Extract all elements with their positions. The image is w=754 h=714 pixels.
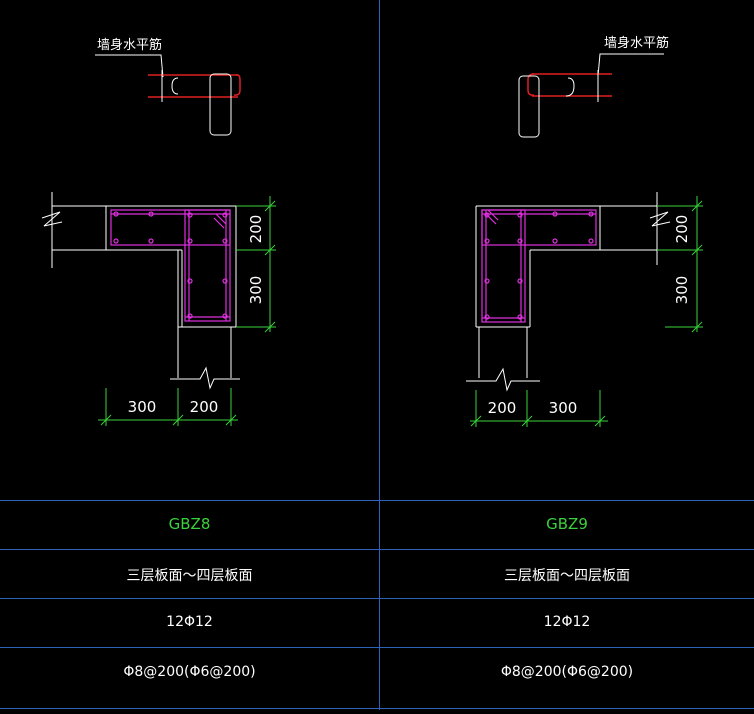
dim-tick	[264, 244, 276, 256]
leader-line	[597, 53, 664, 77]
column-bar-outline	[209, 73, 232, 136]
dim-tick	[691, 321, 703, 333]
stirrup	[481, 209, 526, 323]
break-line	[170, 366, 240, 390]
longitudinal-rebar-cell: 12Φ12	[543, 614, 591, 630]
dim-label-vertical: 200	[673, 215, 691, 244]
dim-tick	[594, 415, 606, 427]
break-line	[466, 367, 540, 392]
rebar-right	[481, 209, 597, 323]
gbz9-drawing: 墙身水平筋	[466, 35, 703, 427]
rebar-dot	[113, 238, 119, 244]
stirrup-cell: Φ8@200(Φ6@200)	[123, 664, 256, 680]
break-line	[649, 211, 671, 227]
rebar-dot	[588, 238, 594, 244]
bar-hook	[527, 73, 535, 96]
level-range-cell: 三层板面～四层板面	[504, 568, 630, 584]
detail-label: 墙身水平筋	[604, 35, 669, 51]
rebar-dot	[552, 211, 558, 217]
dimensions-right	[470, 196, 703, 427]
dim-label-vertical: 200	[247, 215, 265, 244]
dimensions-left	[98, 196, 276, 426]
column-bar-outline	[518, 75, 540, 138]
rebar-dot	[222, 238, 228, 244]
rebar-dot	[148, 238, 154, 244]
break-line	[41, 211, 63, 227]
section-outline-left	[41, 192, 240, 390]
rebar-dot	[552, 238, 558, 244]
rebar-dot	[484, 238, 490, 244]
rebar-dot	[484, 314, 490, 320]
tie-hook	[565, 77, 575, 97]
stirrup-hook	[215, 213, 227, 225]
dim-tick	[172, 414, 184, 426]
dim-tick	[225, 414, 237, 426]
stirrup	[184, 209, 231, 322]
dim-tick	[100, 414, 112, 426]
detail-sketch-left: 墙身水平筋	[95, 37, 241, 136]
column-name-cell: GBZ8	[168, 515, 211, 533]
level-range-cell: 三层板面～四层板面	[126, 568, 253, 584]
rebar-dot	[187, 212, 193, 218]
leader-line	[95, 54, 164, 78]
detail-label: 墙身水平筋	[97, 37, 162, 53]
rebar-dot	[222, 313, 228, 319]
dim-tick	[521, 415, 533, 427]
stirrup-hook	[485, 213, 497, 225]
rebar-dot	[517, 314, 523, 320]
rebar-dot	[484, 212, 490, 218]
dim-label-horizontal: 200	[488, 399, 517, 417]
rebar-dot	[113, 211, 119, 217]
column-name-cell: GBZ9	[546, 515, 588, 533]
rebar-dot	[517, 212, 523, 218]
rebar-dot	[517, 278, 523, 284]
dim-label-horizontal: 300	[128, 398, 157, 416]
longitudinal-rebar-cell: 12Φ12	[166, 614, 213, 630]
bar-hook	[233, 74, 241, 96]
rebar-dot	[517, 238, 523, 244]
section-outline-right	[466, 192, 671, 392]
rebar-dot	[222, 212, 228, 218]
tie-hook	[171, 77, 179, 95]
dim-tick	[470, 415, 482, 427]
rebar-dot	[222, 278, 228, 284]
stirrup-hook	[213, 217, 225, 229]
rebar-dot	[148, 211, 154, 217]
rebar-left	[110, 209, 231, 322]
rebar-dot	[484, 278, 490, 284]
dim-label-horizontal: 300	[549, 399, 578, 417]
gbz8-drawing: 墙身水平筋	[41, 37, 276, 426]
dim-tick	[264, 321, 276, 333]
stirrup	[110, 209, 231, 246]
dim-label-horizontal: 200	[190, 398, 219, 416]
rebar-dot	[187, 313, 193, 319]
rebar-dot	[588, 211, 594, 217]
dim-tick	[264, 200, 276, 212]
dim-label-vertical: 300	[247, 276, 265, 305]
dim-tick	[691, 200, 703, 212]
stirrup-hook	[487, 209, 499, 221]
dim-label-vertical: 300	[673, 276, 691, 305]
rebar-dot	[187, 238, 193, 244]
stirrup	[481, 209, 597, 246]
stirrup-cell: Φ8@200(Φ6@200)	[500, 664, 634, 680]
rebar-dot	[187, 278, 193, 284]
dim-tick	[691, 244, 703, 256]
detail-sketch-right: 墙身水平筋	[518, 35, 669, 138]
